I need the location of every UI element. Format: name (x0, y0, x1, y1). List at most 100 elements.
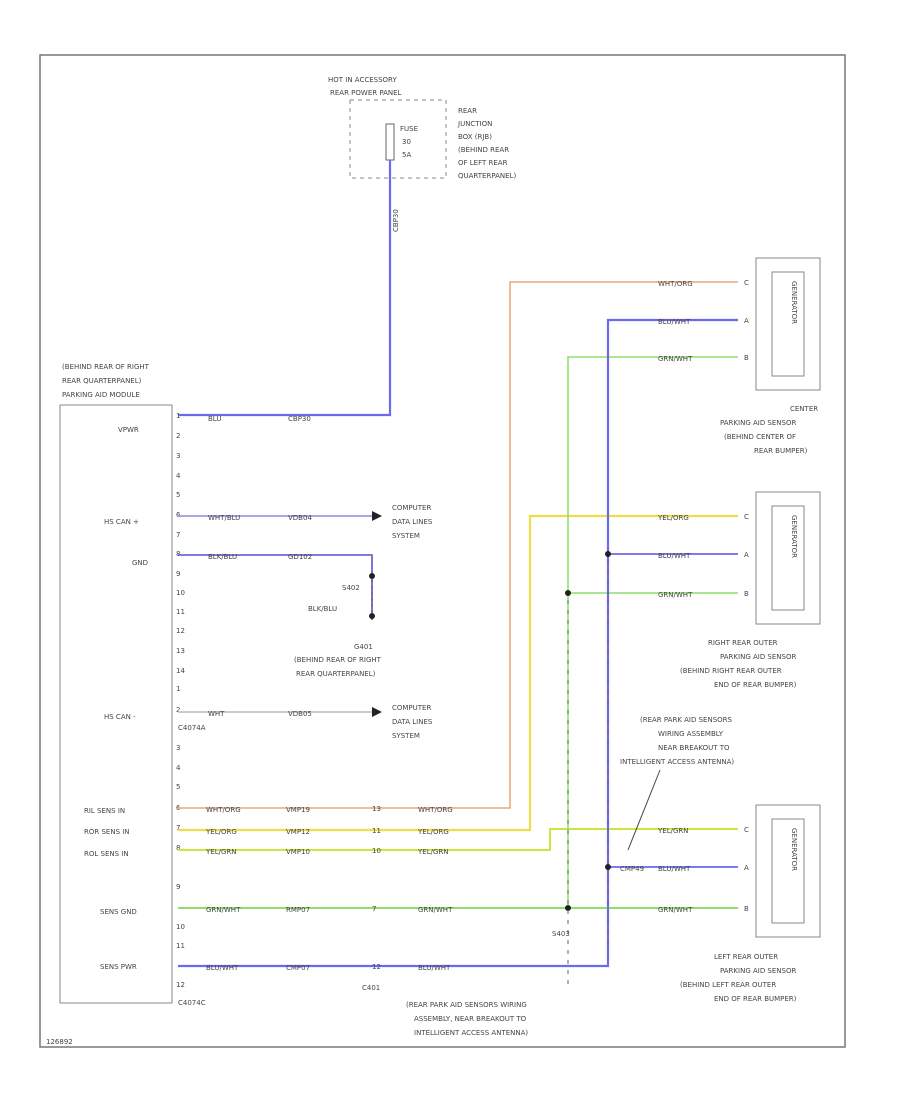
pin-a6: 6 (176, 511, 181, 519)
fuse-label: FUSE (400, 125, 418, 133)
wire-rl-color: WHT/ORG (206, 806, 241, 814)
left-cbp-code: CMP49 (620, 865, 644, 873)
wire-sens-gnd-color: GRN/WHT (206, 906, 241, 914)
left-sensor-name-2: PARKING AID SENSOR (720, 967, 796, 975)
module-location-1: (BEHIND REAR OF RIGHT (62, 363, 150, 371)
wire-gnd-color: BLK/BLU (208, 553, 237, 561)
wire-rol-sens (178, 828, 738, 851)
pin-c12: 12 (176, 981, 185, 989)
center-sensor-name-3: (BEHIND CENTER OF (724, 433, 796, 441)
pin-label-rl-sens-in: RIL SENS IN (84, 807, 125, 815)
pin-a11: 11 (176, 608, 185, 616)
wire-hs-can-plus-code: VDB04 (288, 514, 312, 522)
ground-g401-location-2: REAR QUARTERPANEL) (296, 670, 376, 678)
left-sensor-name-1: LEFT REAR OUTER (714, 953, 778, 961)
splice-dot (565, 590, 571, 596)
right-pin-a: A (744, 551, 749, 559)
right-sensor-name-2: PARKING AID SENSOR (720, 653, 796, 661)
cdl1-line1: COMPUTER (392, 504, 431, 512)
inline-pin: 13 (372, 805, 381, 813)
wire-hs-can-minus-code: VDB05 (288, 710, 312, 718)
inline-pin: 7 (372, 905, 376, 913)
wire-ror-sens (178, 514, 738, 832)
footer-code: 126892 (46, 1038, 73, 1046)
harness-wire-sens-pwr-color: BLU/WHT (418, 964, 451, 972)
splice-dot (605, 864, 611, 870)
splice-dot (605, 551, 611, 557)
fuse-icon (385, 123, 395, 161)
right-sensor-inner (771, 505, 805, 611)
pin-a7: 7 (176, 531, 180, 539)
wire-ror-code: VMP12 (286, 828, 310, 836)
center-sensor-name-4: REAR BUMPER) (754, 447, 808, 455)
right-sensor-box-label: GENERATOR (790, 515, 798, 558)
pin-a14: 14 (176, 667, 185, 675)
pin-a8: 8 (176, 550, 180, 558)
callout-pointer (627, 769, 661, 851)
right-outer-sensor: YEL/ORG BLU/WHT GRN/WHT C A B GENERATOR … (657, 491, 821, 689)
fuse-number: 30 (402, 138, 411, 146)
wire-sens-pwr-code: CMP07 (286, 964, 310, 972)
harness-wire-sens-gnd-color: GRN/WHT (418, 906, 453, 914)
pin-a2: 2 (176, 432, 180, 440)
wire-vpwr-color: BLU (208, 415, 221, 423)
left-outer-sensor: YEL/GRN CMP49 BLU/WHT GRN/WHT C A B GENE… (620, 804, 821, 1003)
ground-g401-dot (369, 613, 375, 619)
wire-vpwr (178, 160, 392, 417)
ground-g401-location-1: (BEHIND REAR OF RIGHT (294, 656, 382, 664)
pin-a12: 12 (176, 627, 185, 635)
inline-pin: 12 (372, 963, 381, 971)
harness-note-1: (REAR PARK AID SENSORS WIRING (406, 1001, 527, 1009)
harness-wire-rol-color: YEL/GRN (417, 848, 448, 856)
center-pin-c: C (744, 279, 749, 287)
connector-c4074c: C4074C (178, 999, 206, 1007)
center-wire-2: BLU/WHT (658, 318, 691, 326)
left-wire-2: BLU/WHT (658, 865, 691, 873)
right-sensor-name-1: RIGHT REAR OUTER (708, 639, 778, 647)
pin-label-vpwr: VPWR (118, 426, 139, 434)
module-location-2: REAR QUARTERPANEL) (62, 377, 142, 385)
center-sensor-name-2: PARKING AID SENSOR (720, 419, 796, 427)
arrow-hs-can-minus (372, 707, 382, 717)
center-wire-1: WHT/ORG (658, 280, 693, 288)
left-sensor-name-4: END OF REAR BUMPER) (714, 995, 797, 1003)
wire-gnd-code: GD102 (288, 553, 312, 561)
pin-label-ror-sens-in: ROR SENS IN (84, 828, 130, 836)
center-sensor-outer (755, 257, 821, 391)
fuse-amps: 5A (402, 151, 411, 159)
pin-c4: 4 (176, 764, 181, 772)
center-pin-b: B (744, 354, 749, 362)
cdl2-line1: COMPUTER (392, 704, 431, 712)
right-wire-2: BLU/WHT (658, 552, 691, 560)
splice-s402-label: S402 (342, 584, 360, 592)
wire-sens-gnd-code: RMP07 (286, 906, 310, 914)
parking-aid-module: (BEHIND REAR OF RIGHT REAR QUARTERPANEL)… (59, 363, 206, 1007)
splice-dot (565, 905, 571, 911)
pin-c9: 9 (176, 883, 180, 891)
wire-sens-pwr-branch (608, 553, 738, 868)
right-sensor-outer (755, 491, 821, 625)
pin-a13: 13 (176, 647, 185, 655)
wire-ror-color: YEL/ORG (205, 828, 237, 836)
splice-s402 (369, 573, 375, 579)
rjb-location-4: (BEHIND REAR (458, 146, 509, 154)
wire-rl-code: VMP19 (286, 806, 310, 814)
wire-vpwr-code: CBP30 (288, 415, 311, 423)
cdl1-line3: SYSTEM (392, 532, 420, 540)
splice-s403: S403 (552, 930, 570, 938)
pin-c7: 7 (176, 824, 180, 832)
harness-callout-4: INTELLIGENT ACCESS ANTENNA) (620, 758, 734, 766)
cdl1-line2: DATA LINES (392, 518, 433, 526)
pin-a9: 9 (176, 570, 180, 578)
pin-label-hs-can-minus: HS CAN - (104, 713, 136, 721)
right-sensor-name-3: (BEHIND RIGHT REAR OUTER (680, 667, 782, 675)
rjb-location-2: JUNCTION (457, 120, 492, 128)
harness-callout-1: (REAR PARK AID SENSORS (640, 716, 733, 724)
fuse-wire-code: CBP30 (392, 209, 400, 232)
right-sensor-name-4: END OF REAR BUMPER) (714, 681, 797, 689)
left-sensor-outer (755, 804, 821, 938)
left-sensor-inner (771, 818, 805, 924)
center-wire-3: GRN/WHT (658, 355, 693, 363)
wire-sens-gnd-branch (567, 356, 738, 908)
left-pin-c: C (744, 826, 749, 834)
